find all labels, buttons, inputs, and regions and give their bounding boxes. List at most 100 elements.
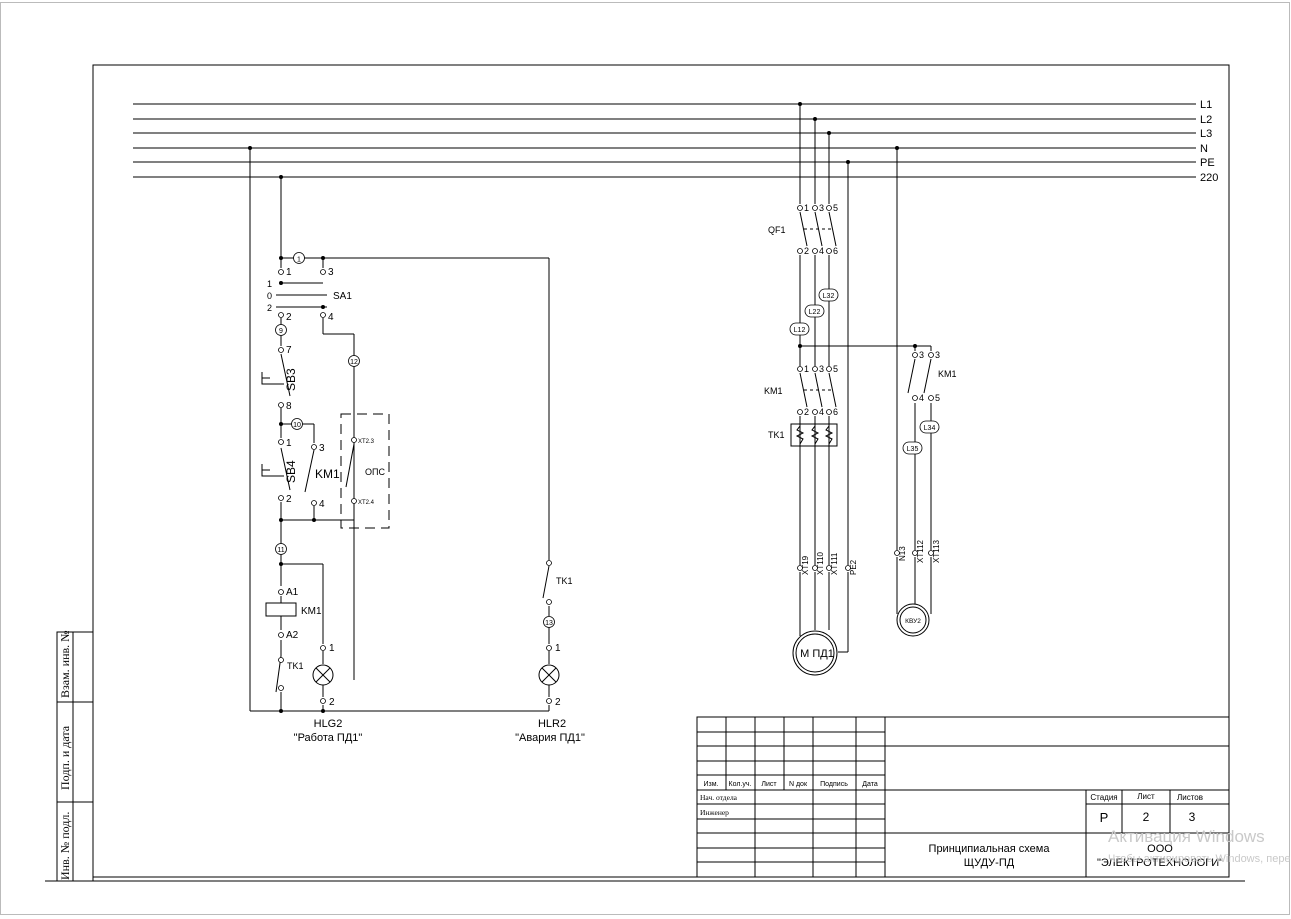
- hlg2-label: HLG2: [314, 718, 343, 730]
- sa1-position-1: 1: [267, 279, 272, 289]
- wire-l12: L12: [794, 327, 806, 334]
- terminal-xt111: XT111: [830, 552, 839, 575]
- tb-org-1: ООО: [1147, 843, 1173, 855]
- watermark-title: Активация Windows: [1108, 827, 1265, 846]
- tb-doc-title-1: Принципиальная схема: [929, 843, 1051, 855]
- sb4-terminal-2: 2: [286, 494, 292, 505]
- tb-doc-title-2: ЩУДУ-ПД: [964, 857, 1015, 869]
- hlg2-terminal-2: 2: [329, 697, 335, 708]
- hlg2-caption: "Работа ПД1": [294, 732, 363, 744]
- sa1-position-0: 0: [267, 291, 272, 301]
- ops-terminal-xt2-4: XT2.4: [358, 500, 375, 506]
- bus-label-pe: PE: [1200, 157, 1215, 169]
- bus-label-n: N: [1200, 143, 1208, 155]
- terminal-xt110: XT110: [816, 551, 825, 575]
- stamp-vzam-inv: Взам. инв. №: [58, 630, 72, 698]
- sa1-position-2: 2: [267, 303, 272, 313]
- tb-role-engineer: Инженер: [700, 808, 729, 817]
- sa1-terminal-3: 3: [328, 267, 334, 278]
- tb-stage-value: Р: [1100, 810, 1109, 825]
- title-block-grid: [696, 716, 1230, 878]
- sb3-label: SB3: [284, 368, 298, 391]
- km1-fan-label: KM1: [938, 369, 957, 379]
- tb-sheets-value: 3: [1189, 810, 1196, 824]
- tk1-right-label: TK1: [556, 576, 573, 586]
- qf1-label: QF1: [768, 225, 786, 235]
- bus-labels: L1 L2 L3 N PE 220: [1200, 99, 1218, 184]
- wire-l34: L34: [924, 425, 936, 432]
- km1-top-3: 3: [819, 364, 824, 374]
- watermark-subtitle: Чтобы активировать Windows, перейдите в …: [1108, 853, 1291, 865]
- drawing-frame: [92, 64, 1230, 878]
- qf1-top-1: 1: [804, 203, 809, 213]
- tb-header-n-dok: N док: [789, 781, 808, 788]
- km1-coil-a1: A1: [286, 587, 299, 598]
- ops-terminal-xt2-3: XT2.3: [358, 439, 375, 445]
- stamp-podp-data: Подп. и дата: [58, 725, 72, 790]
- terminal-xt112: XT112: [916, 539, 925, 563]
- wire-number-12: 12: [350, 359, 358, 366]
- sb4-label: SB4: [284, 460, 298, 483]
- terminal-n13: N13: [898, 546, 907, 561]
- km1-aux-terminal-3: 3: [319, 443, 325, 454]
- qf1-top-3: 3: [819, 203, 824, 213]
- km1-fan-bot-4: 4: [919, 393, 924, 403]
- hlg2-terminal-1: 1: [329, 643, 335, 654]
- sa1-label: SA1: [333, 291, 352, 302]
- tb-header-izm: Изм.: [704, 781, 719, 788]
- wire-number-1: 1: [297, 257, 301, 264]
- tb-header-list: Лист: [761, 781, 777, 788]
- km1-aux-label: KM1: [315, 467, 340, 481]
- sb4-terminal-1: 1: [286, 438, 292, 449]
- wire-l22: L22: [809, 309, 821, 316]
- tb-sheet-value: 2: [1143, 810, 1150, 824]
- fan-label: КВУ2: [905, 618, 921, 625]
- tk1-power-label: TK1: [768, 430, 785, 440]
- junction-dots: [248, 102, 917, 713]
- hlr2-terminal-2: 2: [555, 697, 561, 708]
- tb-header-podpis: Подпись: [820, 781, 848, 788]
- hlr2-terminal-1: 1: [555, 643, 561, 654]
- control-labels: 1 1 3 1 0 2 SA1 2 4 9 7 SB3 8 10 12 1 SB…: [267, 257, 585, 745]
- sb3-terminal-7: 7: [286, 345, 292, 356]
- km1-fan-top-3a: 3: [919, 350, 924, 360]
- tb-role-head: Нач. отдела: [700, 793, 738, 802]
- tk1-left-label: TK1: [287, 661, 304, 671]
- qf1-top-5: 5: [833, 203, 838, 213]
- bus-label-l2: L2: [1200, 114, 1212, 126]
- power-wiring: [790, 104, 932, 676]
- qf1-bot-6: 6: [833, 246, 838, 256]
- bus-label-220: 220: [1200, 172, 1218, 184]
- hlr2-label: HLR2: [538, 718, 566, 730]
- side-stamp-labels: Взам. инв. № Подп. и дата Инв. № подл.: [58, 630, 72, 880]
- side-stamp: [56, 631, 94, 882]
- sa1-terminal-1: 1: [286, 267, 292, 278]
- terminal-pe2: PE2: [849, 559, 858, 575]
- wire-number-10: 10: [293, 422, 301, 429]
- sa1-terminal-2: 2: [286, 312, 292, 323]
- km1-fan-bot-5: 5: [935, 393, 940, 403]
- km1-power-label: KM1: [764, 386, 783, 396]
- km1-bot-6: 6: [833, 407, 838, 417]
- km1-coil-label: KM1: [301, 606, 322, 617]
- activation-watermark: Активация Windows Чтобы активировать Win…: [1108, 827, 1291, 865]
- tb-org-2: "ЭЛЕКТРОТЕХНОЛОГИ": [1097, 857, 1223, 869]
- hlr2-caption: "Авария ПД1": [515, 732, 585, 744]
- tb-sheet-label: Лист: [1137, 792, 1155, 801]
- km1-fan-top-3b: 3: [935, 350, 940, 360]
- terminal-xt113: XT113: [932, 539, 941, 563]
- km1-aux-terminal-4: 4: [319, 499, 325, 510]
- tb-header-data: Дата: [862, 781, 878, 788]
- wire-number-13: 13: [545, 620, 553, 627]
- wire-number-11: 11: [277, 547, 284, 554]
- qf1-bot-4: 4: [819, 246, 824, 256]
- ops-label: ОПС: [365, 467, 385, 477]
- wire-l35: L35: [907, 446, 919, 453]
- km1-coil-a2: A2: [286, 630, 299, 641]
- wire-number-9: 9: [279, 328, 283, 335]
- tb-sheets-label: Листов: [1177, 793, 1203, 802]
- km1-top-1: 1: [804, 364, 809, 374]
- sa1-terminal-4: 4: [328, 312, 334, 323]
